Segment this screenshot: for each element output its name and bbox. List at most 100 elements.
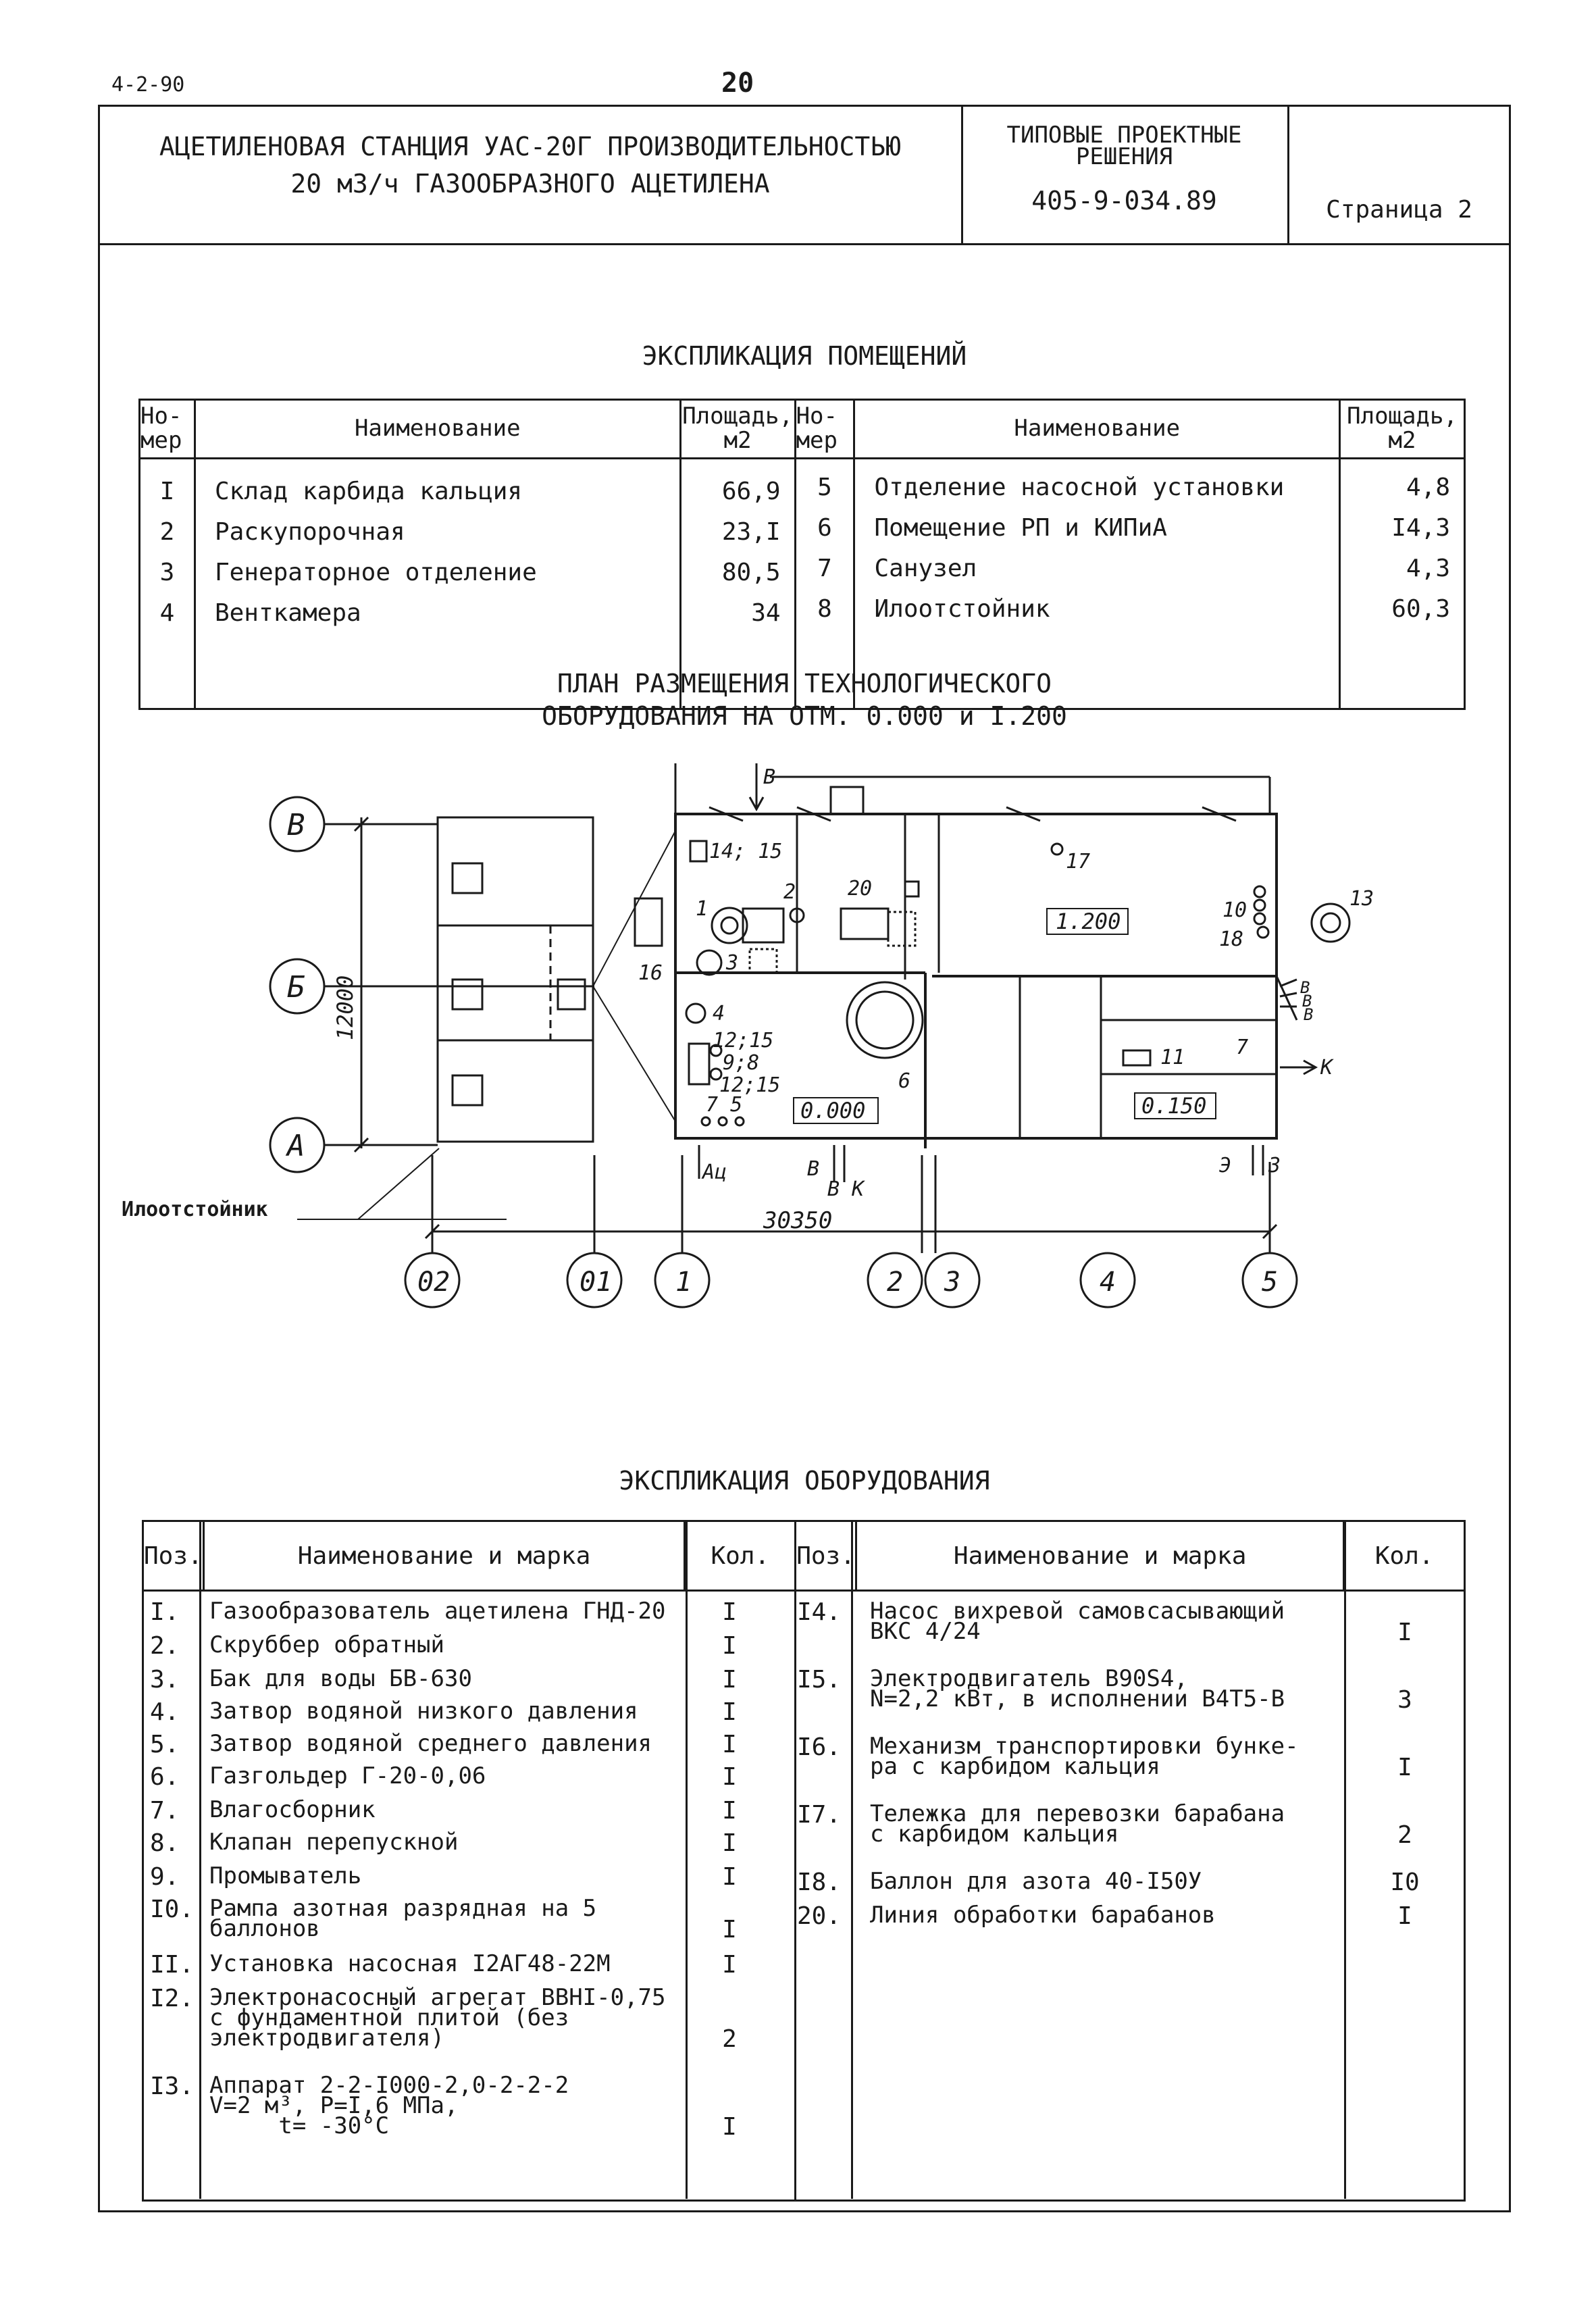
- equip-name: Электронасосный агрегат ВВНI-0,75 с фунд…: [209, 1984, 666, 2052]
- equip-qty: I: [1397, 1902, 1412, 1930]
- mark-14-15: 14; 15: [709, 840, 782, 863]
- axis-01: 01: [580, 1267, 612, 1298]
- sheet-number: Страница 2: [1326, 196, 1472, 224]
- rooms-num-col-left: I 2 3 4: [138, 457, 196, 710]
- equip-name: Промыватель: [209, 1862, 362, 1889]
- elev-0150: 0.150: [1141, 1093, 1206, 1119]
- mark-12-15-b: 12;15: [719, 1073, 780, 1097]
- mark-20: 20: [848, 877, 872, 900]
- equip-pos: 7.: [150, 1797, 180, 1825]
- mark-2: 2: [783, 880, 796, 904]
- equip-pos: II.: [150, 1951, 195, 1979]
- mark-7-5: 7 5: [706, 1093, 742, 1117]
- rooms-header-name-left: Наименование: [193, 399, 681, 459]
- series-line-1: ТИПОВЫЕ ПРОЕКТНЫЕ: [1006, 122, 1242, 149]
- room-name: Отделение насосной установки: [874, 474, 1285, 501]
- equip-name: Баллон для азота 40-I50У: [870, 1868, 1202, 1895]
- equip-name: Затвор водяной низкого давления: [209, 1698, 638, 1725]
- inlet-ac: Ац: [701, 1161, 727, 1184]
- title-line-1: АЦЕТИЛЕНОВАЯ СТАНЦИЯ УАС-20Г ПРОИЗВОДИТЕ…: [159, 132, 902, 161]
- room-num: I: [159, 478, 175, 505]
- mark-10: 10: [1222, 898, 1247, 922]
- rooms-title: ЭКСПЛИКАЦИЯ ПОМЕЩЕНИЙ: [642, 341, 967, 371]
- equip-pos: I7.: [797, 1801, 842, 1829]
- equip-name: Затвор водяной среднего давления: [209, 1730, 652, 1757]
- equip-name: Клапан перепускной: [209, 1829, 459, 1856]
- equip-pos: I2.: [150, 1985, 195, 2012]
- equip-pos: 2.: [150, 1632, 180, 1660]
- equip-qty: I: [722, 1666, 737, 1694]
- equip-header-qty-left: Кол.: [684, 1520, 797, 1592]
- dim-vertical: 12000: [332, 975, 358, 1040]
- axis-02: 02: [417, 1267, 450, 1298]
- equip-pos: I4.: [797, 1598, 842, 1626]
- equip-name: Электродвигатель В90S4, N=2,2 кВт, в исп…: [870, 1665, 1285, 1712]
- equip-name: Линия обработки барабанов: [870, 1902, 1216, 1929]
- equip-pos: 4.: [150, 1698, 180, 1726]
- room-area: 4,3: [1406, 555, 1450, 582]
- equip-name: Газгольдер Г-20-0,06: [209, 1762, 486, 1789]
- equip-name: Бак для воды БВ-630: [209, 1665, 472, 1692]
- equip-name: Механизм транспортировки бунке- ра с кар…: [870, 1733, 1299, 1780]
- axis-5: 5: [1262, 1267, 1278, 1298]
- equip-qty: I: [722, 1863, 737, 1891]
- dim-horizontal: 30350: [763, 1207, 832, 1234]
- rooms-table: Но- мер Наименование Площадь, м2 Но- мер…: [138, 399, 1466, 710]
- equip-name: Скруббер обратный: [209, 1631, 444, 1658]
- axis-1: 1: [675, 1267, 692, 1298]
- equip-pos: 20.: [797, 1902, 842, 1930]
- row-axis-a: А: [285, 1129, 305, 1163]
- equip-pos: 9.: [150, 1863, 180, 1891]
- row-axis-v: В: [287, 808, 305, 842]
- equip-qty: I: [722, 1916, 737, 1943]
- outlet-k: К: [1320, 1056, 1334, 1079]
- mark-13: 13: [1349, 887, 1374, 911]
- rooms-header-num-left: Но- мер: [138, 399, 196, 459]
- service-arrows: [698, 763, 1318, 1182]
- equip-name: Влагосборник: [209, 1796, 376, 1823]
- mark-1: 1: [696, 897, 708, 921]
- header-col-1: [961, 105, 963, 243]
- equip-qty: I: [1397, 1754, 1412, 1781]
- room-num: 6: [817, 514, 832, 542]
- eq-sep-3: [851, 1520, 853, 2199]
- room-num: 7: [817, 555, 832, 582]
- rooms-header-area-right: Площадь, м2: [1339, 399, 1466, 459]
- eq-sep-1: [199, 1520, 201, 2199]
- drawing-frame: [98, 105, 1511, 2212]
- equip-right-block: [794, 1590, 1466, 2202]
- page-number: 20: [721, 68, 754, 99]
- header-divider: [98, 243, 1511, 245]
- equip-name: Установка насосная I2АГ48-22М: [209, 1950, 611, 1977]
- equip-pos: 8.: [150, 1829, 180, 1857]
- room-name: Санузел: [874, 555, 977, 582]
- room-area: 4,8: [1406, 474, 1450, 501]
- equip-pos: I0.: [150, 1896, 195, 1923]
- equip-name: Насос вихревой самовсасывающий ВКС 4/24: [870, 1598, 1285, 1645]
- elev-0000: 0.000: [800, 1098, 865, 1123]
- room-name: Раскупорочная: [214, 518, 405, 546]
- row-axis-b: Б: [287, 970, 305, 1005]
- equip-pos: 6.: [150, 1763, 180, 1791]
- equip-header-name-right: Наименование и марка: [854, 1520, 1345, 1592]
- building-walls: [674, 763, 1298, 1148]
- equip-qty: I: [722, 1797, 737, 1825]
- equip-pos: I6.: [797, 1733, 842, 1761]
- corner-code: 4-2-90: [111, 73, 185, 97]
- mark-9-8: 9;8: [723, 1051, 759, 1075]
- equip-header-qty-right: Кол.: [1343, 1520, 1466, 1592]
- mark-17: 17: [1066, 850, 1090, 873]
- eq-sep-2: [686, 1520, 688, 2199]
- column-axes: [297, 1148, 1298, 1308]
- equip-qty: I: [722, 1829, 737, 1857]
- elev-box-0150: [1134, 1092, 1216, 1119]
- equip-pos: I5.: [797, 1666, 842, 1694]
- mark-12-15-a: 12;15: [713, 1029, 773, 1052]
- rooms-area-col-right: 4,8 I4,3 4,3 60,3: [1339, 457, 1466, 710]
- side-v-1: В: [1300, 978, 1310, 997]
- eq-sep-4: [1344, 1520, 1346, 2199]
- axis-4: 4: [1100, 1267, 1116, 1298]
- equip-pos: 5.: [150, 1731, 180, 1758]
- mark-6: 6: [898, 1069, 910, 1093]
- mark-18: 18: [1219, 927, 1243, 951]
